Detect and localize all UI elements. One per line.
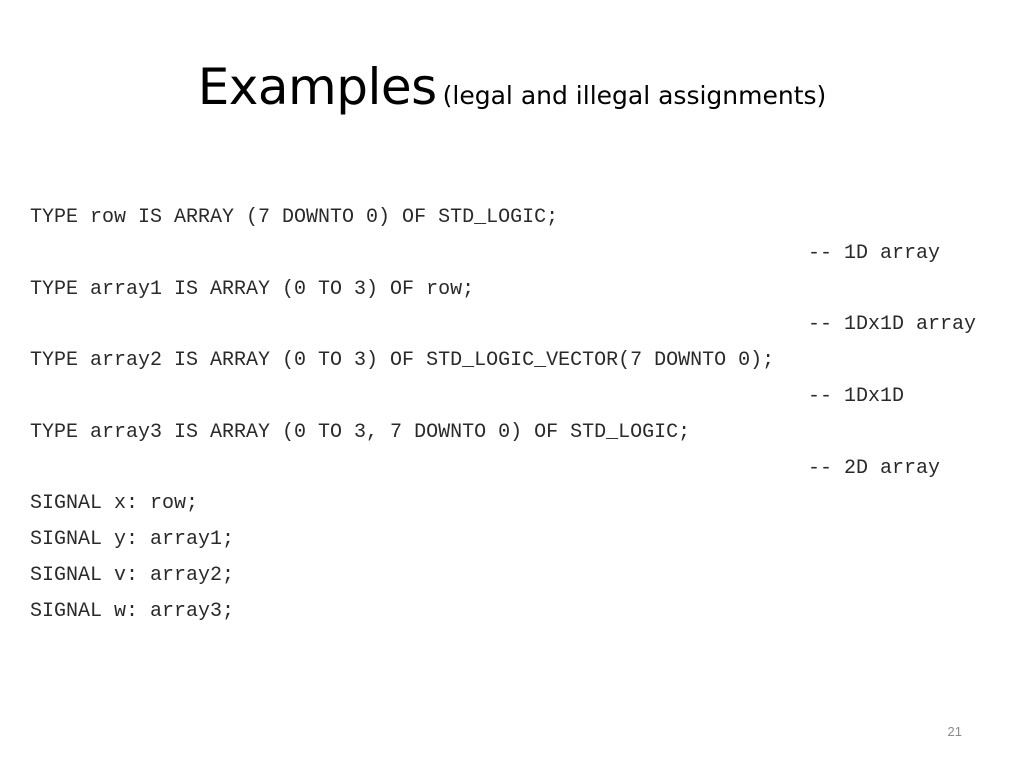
- code-comment: -- 1D array: [808, 241, 941, 265]
- code-line: SIGNAL y: array1;: [30, 528, 235, 552]
- code-line: TYPE array3 IS ARRAY (0 TO 3, 7 DOWNTO 0…: [30, 420, 691, 444]
- code-line: TYPE row IS ARRAY (7 DOWNTO 0) OF STD_LO…: [30, 206, 559, 229]
- code-block: TYPE row IS ARRAY (7 DOWNTO 0) OF STD_LO…: [30, 200, 976, 630]
- code-line: SIGNAL v: array2;: [30, 563, 235, 587]
- title-main: Examples: [197, 58, 437, 116]
- page-number: 21: [947, 724, 962, 739]
- code-line: TYPE array2 IS ARRAY (0 TO 3) OF STD_LOG…: [30, 349, 775, 373]
- code-comment: -- 1Dx1D: [808, 384, 905, 408]
- code-line: SIGNAL x: row;: [30, 492, 199, 516]
- code-comment: -- 1Dx1D array: [808, 313, 977, 337]
- code-line: TYPE array1 IS ARRAY (0 TO 3) OF row;: [30, 277, 475, 301]
- title-subtitle: (legal and illegal assignments): [442, 81, 827, 110]
- code-line: SIGNAL w: array3;: [30, 599, 235, 623]
- code-comment: -- 2D array: [808, 456, 941, 480]
- slide-title: Examples(legal and illegal assignments): [0, 62, 1024, 112]
